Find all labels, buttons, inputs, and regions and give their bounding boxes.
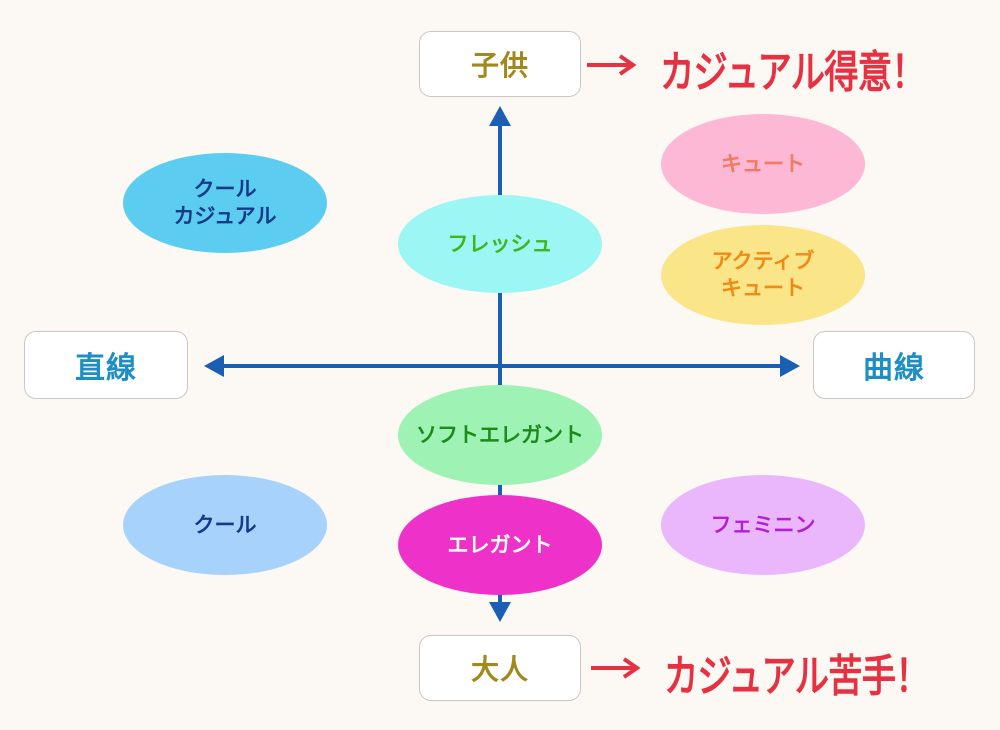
oval-active-cute: アクティブ キュート	[661, 225, 865, 325]
axis-left-box: 直線	[24, 331, 188, 399]
fresh-label: フレッシュ	[447, 231, 553, 256]
oval-fresh: フレッシュ	[398, 195, 602, 293]
axis-bottom-box: 大人	[419, 635, 581, 701]
oval-feminine: フェミニン	[661, 475, 865, 575]
oval-elegant: エレガント	[398, 495, 602, 595]
axis-top-box: 子供	[419, 31, 581, 97]
feminine-label: フェミニン	[710, 512, 816, 537]
axis-bottom-label: 大人	[470, 653, 529, 686]
axis-right-label: 曲線	[863, 351, 925, 386]
axis-right-box: 曲線	[813, 331, 975, 399]
cool-casual-line1: クール	[193, 177, 257, 201]
left-arrowhead	[204, 355, 224, 377]
axis-left-label: 直線	[75, 351, 137, 386]
oval-cool-casual: クール カジュアル	[123, 153, 327, 253]
axis-top-label: 子供	[470, 49, 529, 82]
down-arrowhead	[489, 602, 511, 622]
cool-label: クール	[193, 512, 257, 537]
cool-casual-line2: カジュアル	[173, 204, 277, 228]
note-bottom: カジュアル苦手！	[664, 651, 930, 702]
up-arrowhead	[489, 106, 511, 126]
oval-soft-elegant: ソフトエレガント	[398, 385, 602, 485]
right-arrowhead	[780, 355, 800, 377]
elegant-label: エレガント	[447, 532, 553, 557]
active-cute-line1: アクティブ	[711, 249, 815, 273]
cute-label: キュート	[721, 151, 805, 176]
active-cute-line2: キュート	[721, 276, 805, 300]
oval-cute: キュート	[661, 114, 865, 214]
oval-cool: クール	[123, 475, 327, 575]
soft-elegant-label: ソフトエレガント	[416, 422, 584, 447]
note-top: カジュアル得意！	[660, 47, 926, 98]
